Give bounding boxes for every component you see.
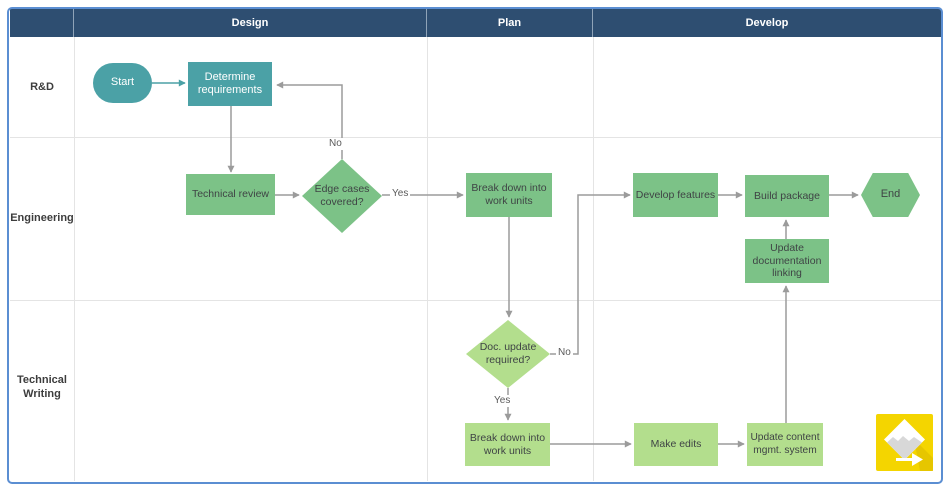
node-break-down-work-units-2: Break down into work units	[465, 423, 550, 466]
lane-label-technical-writing: Technical Writing	[17, 374, 67, 400]
connector-docupdate-no	[550, 191, 631, 355]
phase-header: Design Plan Develop	[10, 9, 941, 37]
node-start: Start	[93, 63, 152, 103]
edge-label-yes-bottom: Yes	[492, 395, 513, 407]
node-end-label: End	[880, 188, 901, 201]
node-update-content-mgmt-system: Update content mgmt. system	[747, 423, 823, 466]
row-divider	[10, 137, 941, 138]
node-develop-features-label: Develop features	[635, 188, 716, 201]
node-update-content-mgmt-system-label: Update content mgmt. system	[750, 432, 820, 456]
node-break-down-work-units-1: Break down into work units	[466, 173, 552, 217]
node-start-label: Start	[110, 76, 135, 89]
node-determine-requirements-label: Determine requirements	[197, 70, 263, 96]
node-end: End	[861, 173, 920, 217]
node-update-documentation-linking-label: Update documentation linking	[752, 241, 822, 280]
node-determine-requirements: Determine requirements	[188, 62, 272, 106]
node-update-documentation-linking: Update documentation linking	[745, 239, 829, 283]
node-edge-cases-covered-label: Edge cases covered?	[314, 183, 370, 208]
node-technical-review: Technical review	[186, 174, 275, 215]
phase-header-corner	[10, 9, 74, 37]
node-make-edits-label: Make edits	[650, 438, 702, 451]
phase-design: Design	[74, 9, 427, 37]
app-logo-icon	[876, 414, 933, 471]
node-build-package-label: Build package	[754, 189, 820, 202]
lane-label-engineering: Engineering	[10, 212, 74, 224]
node-break-down-work-units-2-label: Break down into work units	[469, 431, 546, 457]
node-doc-update-required-label: Doc. update required?	[479, 341, 537, 366]
row-divider	[10, 300, 941, 301]
lane-label-rd: R&D	[30, 81, 54, 93]
node-break-down-work-units-1-label: Break down into work units	[471, 182, 547, 207]
node-make-edits: Make edits	[634, 423, 718, 466]
phase-develop: Develop	[745, 17, 789, 29]
edge-label-no-top: No	[327, 138, 344, 150]
edge-label-yes-top: Yes	[390, 188, 411, 200]
phase-divider	[593, 37, 594, 481]
connector-edgecases-no	[276, 81, 343, 159]
node-develop-features: Develop features	[633, 173, 718, 217]
node-build-package: Build package	[745, 175, 829, 217]
node-technical-review-label: Technical review	[191, 188, 270, 201]
phase-divider	[427, 37, 428, 481]
phase-plan: Plan	[427, 9, 593, 37]
lane-divider	[74, 37, 75, 481]
edge-label-no-bottom: No	[556, 347, 573, 359]
